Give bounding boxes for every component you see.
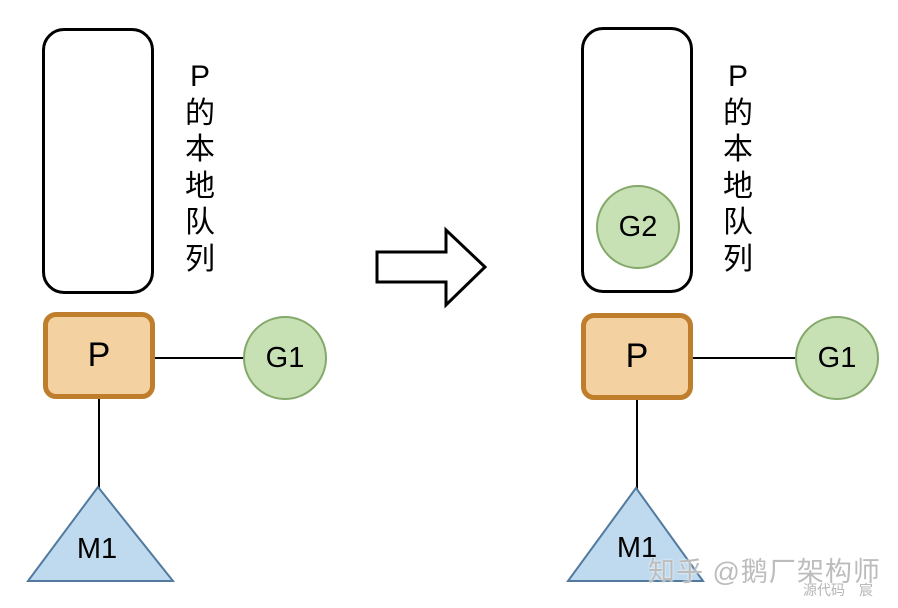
processor-box-left: P bbox=[43, 312, 155, 399]
goroutine-circle-g1-right: G1 bbox=[795, 316, 879, 400]
local-queue-box-left bbox=[42, 28, 154, 294]
goroutine-label-g2-right: G2 bbox=[618, 210, 658, 243]
goroutine-circle-g1-left: G1 bbox=[243, 316, 327, 400]
processor-box-right: P bbox=[581, 313, 693, 400]
goroutine-label-g1-left: G1 bbox=[265, 341, 305, 374]
goroutine-circle-g2-right: G2 bbox=[596, 185, 680, 269]
local-queue-label-right: P 的 本 地 队 列 bbox=[723, 60, 753, 276]
transition-arrow-icon bbox=[375, 226, 488, 309]
watermark-brand: 知乎 @鹅厂架构师 bbox=[648, 557, 881, 587]
machine-triangle-right bbox=[566, 486, 705, 582]
goroutine-label-g1-right: G1 bbox=[817, 341, 857, 374]
processor-label-right: P bbox=[625, 337, 649, 375]
machine-label-right: M1 bbox=[616, 532, 658, 564]
watermark-author: 源代码 宸 bbox=[803, 582, 873, 598]
local-queue-label-left: P 的 本 地 队 列 bbox=[185, 60, 215, 276]
processor-label-left: P bbox=[87, 336, 111, 374]
machine-triangle-left bbox=[26, 485, 176, 582]
machine-label-left: M1 bbox=[76, 533, 118, 565]
